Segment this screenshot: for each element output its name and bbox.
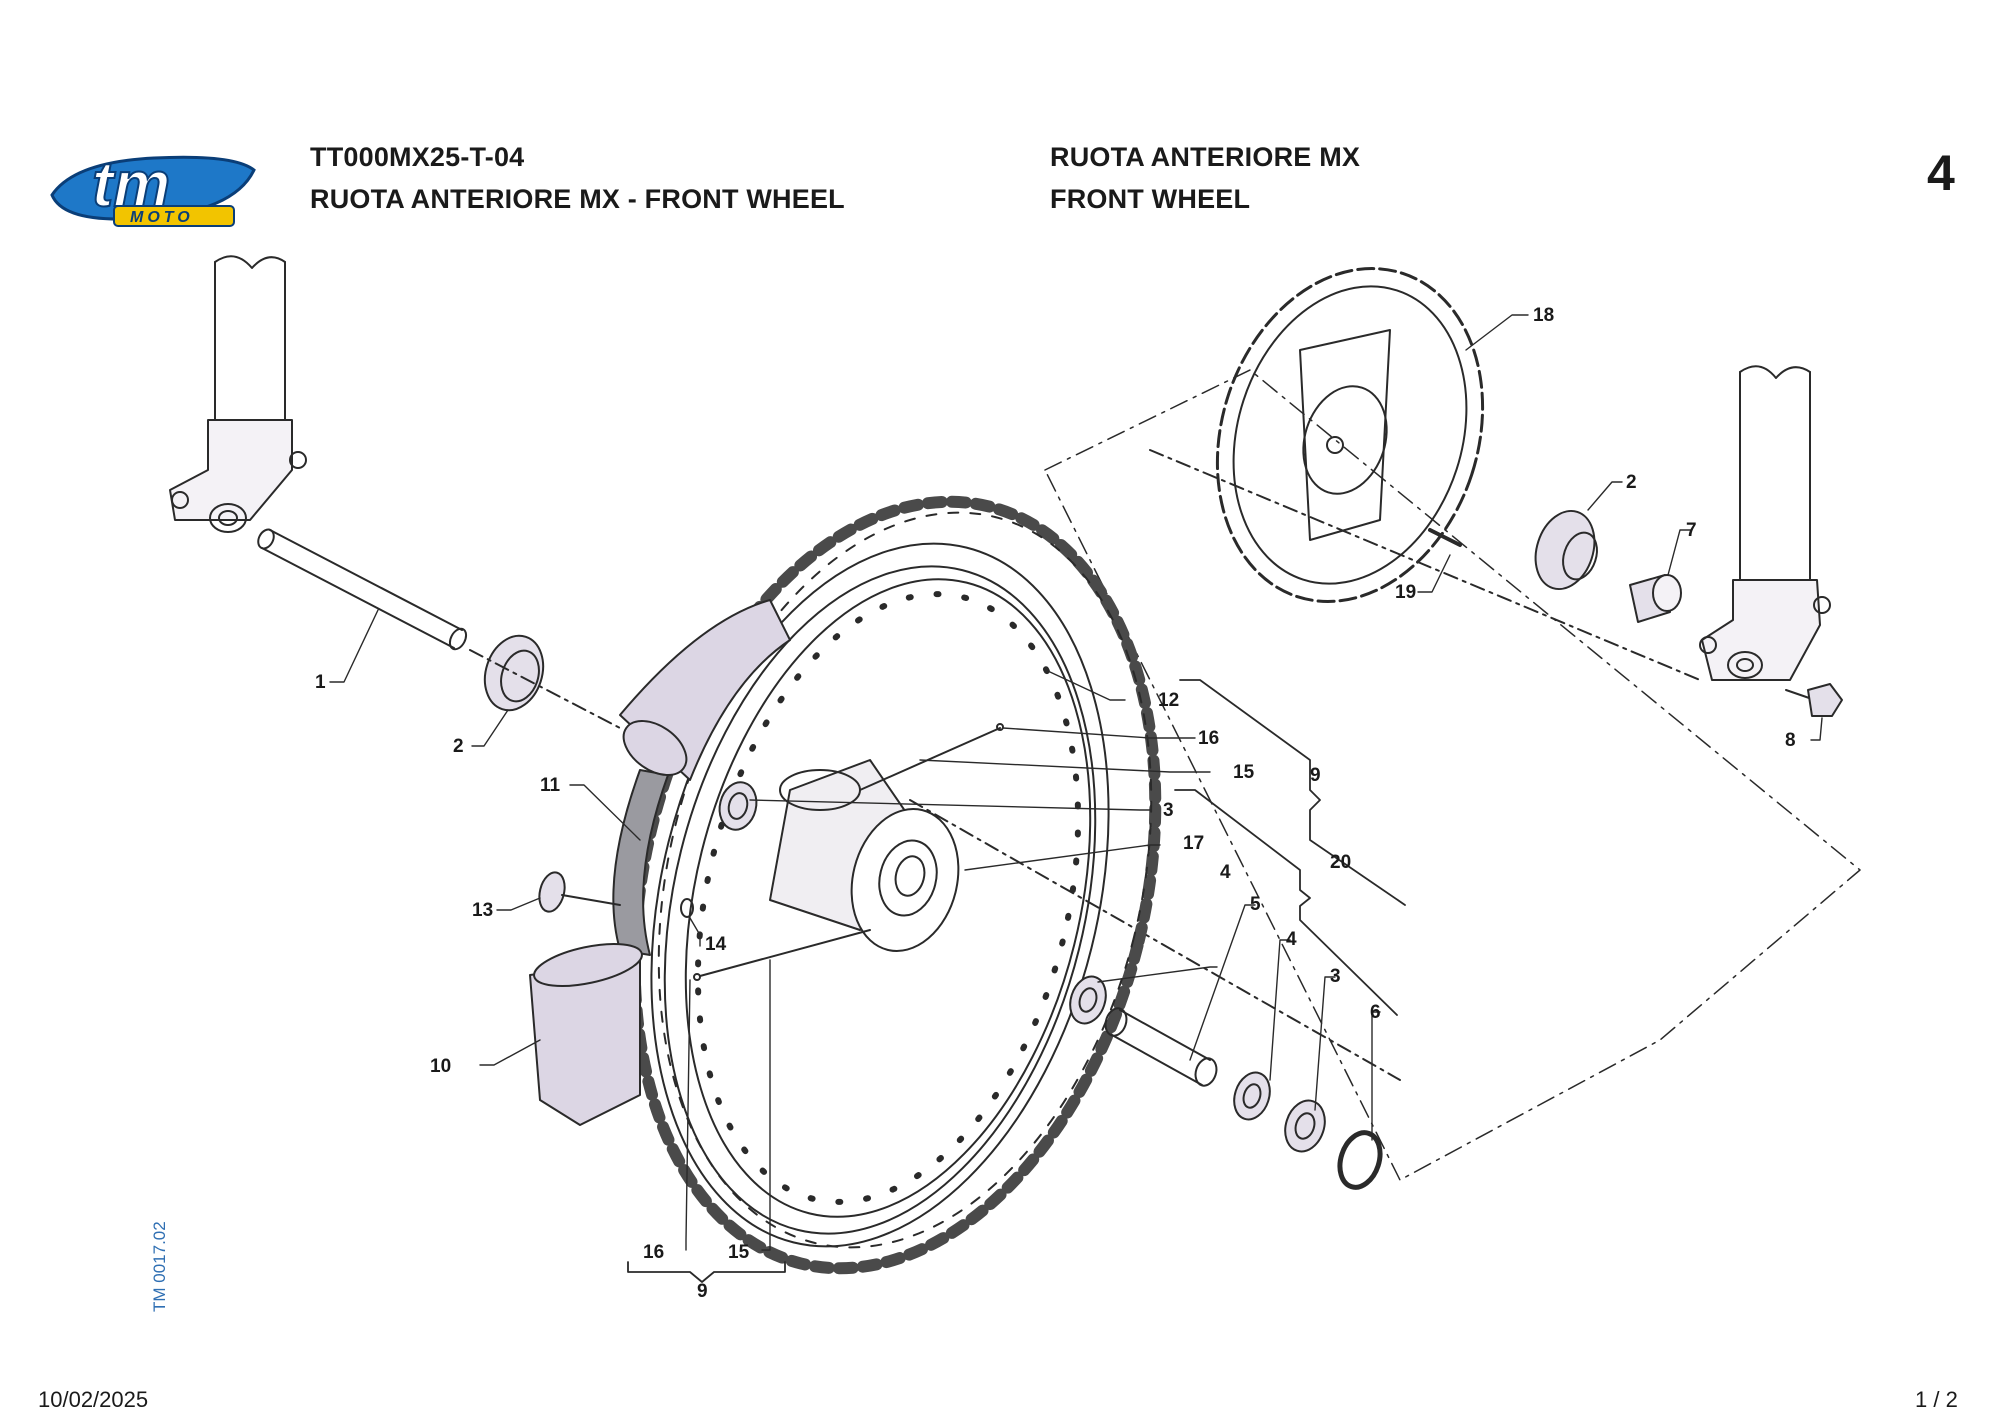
valve-nut [680,898,694,918]
callout-2-right: 2 [1626,472,1637,493]
drawing-code: TT000MX25-T-04 [310,142,525,172]
callout-6: 6 [1370,1002,1381,1023]
footer-page: 1 / 2 [1915,1387,1958,1412]
callout-18: 18 [1533,305,1554,326]
callout-20: 20 [1330,852,1351,873]
callout-13: 13 [472,900,493,921]
front-axle [257,528,468,651]
callout-16-bottom: 16 [643,1242,664,1263]
brake-disc [1215,267,1485,603]
title-italian: RUOTA ANTERIORE MX [1050,142,1361,172]
callout-10: 10 [430,1056,451,1077]
callout-3-left: 3 [1163,800,1174,821]
callout-9-bottom: 9 [697,1281,708,1302]
spacer-washer-4a [1069,975,1107,1025]
wheel-spacer [1104,1007,1218,1087]
callout-9-right: 9 [1310,765,1321,786]
hub [769,759,960,952]
callout-19: 19 [1395,582,1416,603]
callout-3-right: 3 [1330,966,1341,987]
rim [663,565,1097,1235]
bearing-left [718,781,758,831]
callout-4-lower: 4 [1286,929,1297,950]
inner-tube [529,599,791,1126]
right-fork-leg [1699,365,1831,681]
dust-seal-right [1534,509,1598,591]
callout-1: 1 [315,672,326,693]
valve [538,871,621,913]
callout-11: 11 [540,775,561,796]
spoke-lower [699,929,871,977]
spacer-washer-4b [1233,1071,1271,1121]
callout-15-right: 15 [1233,762,1255,783]
callout-7: 7 [1686,520,1697,541]
callout-14: 14 [705,934,727,955]
axle-bushing [1629,574,1682,623]
spoke-upper [859,727,1001,791]
callout-8: 8 [1785,730,1796,751]
footer-date: 10/02/2025 [38,1387,149,1412]
page-number: 4 [1927,145,1955,201]
callout-5: 5 [1250,894,1261,915]
callout-2-left: 2 [453,736,464,757]
disc-screw [1428,528,1462,547]
drawing-subtitle: RUOTA ANTERIORE MX - FRONT WHEEL [310,184,845,214]
left-fork-leg [169,255,307,533]
callout-12: 12 [1158,690,1179,711]
title-english: FRONT WHEEL [1050,184,1251,214]
rim-tape [612,769,669,956]
callout-15-bottom: 15 [728,1242,750,1263]
callout-4-upper: 4 [1220,862,1231,883]
logo-sub-text: MOTO [130,209,194,226]
callout-17: 17 [1183,833,1204,854]
spoke-nipple-upper [996,723,1004,731]
circlip [1337,1130,1383,1190]
pinch-bolt [1785,683,1843,717]
spoke-nipple-lower [693,973,701,981]
tm-moto-logo: tm MOTO [34,140,259,235]
bearing-right [1284,1099,1326,1153]
callout-16-right: 16 [1198,728,1219,749]
